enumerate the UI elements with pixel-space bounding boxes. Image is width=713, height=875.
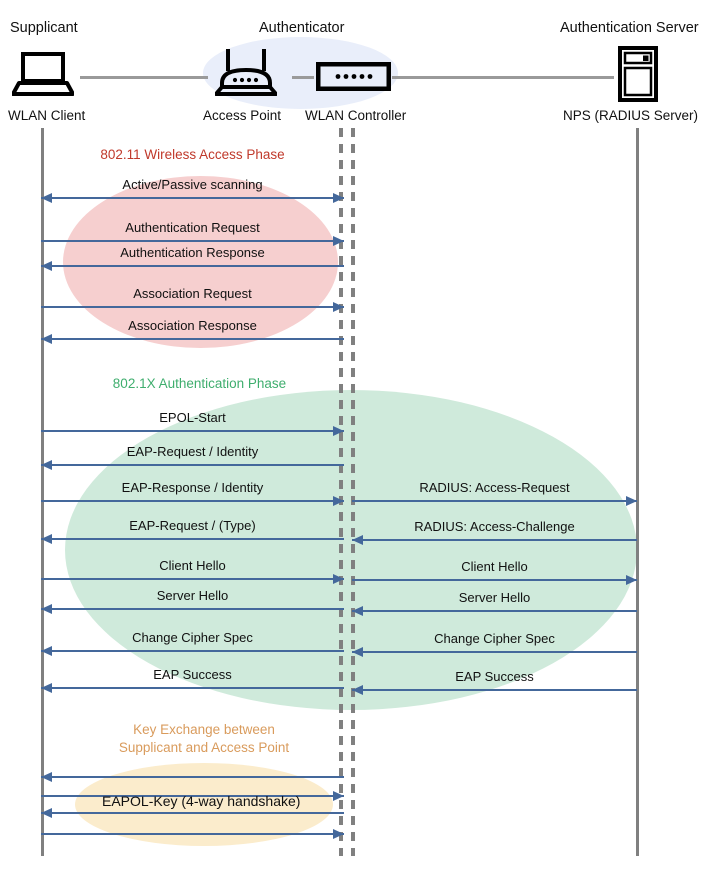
wireless-router-icon [214, 47, 278, 96]
arrowhead-left-icon [41, 260, 52, 271]
message-label: Client Hello [461, 559, 528, 574]
arrowhead-left-icon [41, 682, 52, 693]
arrowhead-right-icon [333, 573, 344, 584]
arrowhead-left-icon [41, 533, 52, 544]
message-line [41, 464, 344, 466]
role-label-supplicant: Supplicant [10, 20, 78, 36]
arrowhead-left-icon [41, 333, 52, 344]
arrowhead-right-icon [333, 828, 344, 839]
message-label: EAP Success [153, 667, 232, 682]
role-label-authentication-server: Authentication Server [560, 20, 699, 36]
message-line [41, 812, 344, 814]
role-label-authenticator: Authenticator [259, 20, 345, 36]
message-label: Authentication Request [125, 220, 260, 235]
device-label-access-point: Access Point [203, 108, 282, 123]
message-line [41, 608, 344, 610]
arrowhead-left-icon [352, 605, 363, 616]
arrowhead-right-icon [626, 495, 637, 506]
arrowhead-right-icon [626, 574, 637, 585]
message-line [41, 687, 344, 689]
device-label-wlan-controller: WLAN Controller [305, 108, 407, 123]
arrowhead-left-icon [41, 807, 52, 818]
arrowhead-left-icon [41, 603, 52, 614]
phase-title-8021x: 802.1X Authentication Phase [112, 376, 287, 391]
message-line [41, 240, 344, 242]
message-line [41, 795, 344, 797]
arrowhead-left-icon [352, 534, 363, 545]
message-line [41, 578, 344, 580]
message-label: Change Cipher Spec [434, 631, 555, 646]
message-line [352, 610, 637, 612]
message-label: RADIUS: Access-Challenge [414, 519, 575, 534]
message-line [41, 833, 344, 835]
message-label: Client Hello [159, 558, 226, 573]
message-label: EPOL-Start [159, 410, 226, 425]
network-switch-icon [315, 61, 392, 92]
message-label: EAP-Request / Identity [126, 444, 259, 459]
message-line [41, 338, 344, 340]
server-tower-icon [618, 46, 658, 102]
arrowhead-right-icon [333, 495, 344, 506]
message-label: EAP Success [455, 669, 534, 684]
authenticator-highlight-blob [203, 37, 398, 109]
message-label: Change Cipher Spec [132, 630, 253, 645]
message-label: EAP-Request / (Type) [129, 518, 256, 533]
message-label: Association Response [128, 318, 257, 333]
message-line [352, 500, 637, 502]
message-line [41, 500, 344, 502]
message-label: Server Hello [458, 590, 531, 605]
message-label: EAP-Response / Identity [121, 480, 264, 495]
wire-ap-to-controller [292, 76, 314, 79]
lifeline-supplicant [41, 128, 44, 856]
message-label: Association Request [133, 286, 252, 301]
message-line [41, 776, 344, 778]
message-label: Server Hello [156, 588, 229, 603]
message-label: RADIUS: Access-Request [419, 480, 570, 495]
message-line [352, 539, 637, 541]
device-label-wlan-client: WLAN Client [8, 108, 86, 123]
arrowhead-left-icon [352, 646, 363, 657]
message-line [352, 689, 637, 691]
device-label-nps-radius-server: NPS (RADIUS Server) [563, 108, 699, 123]
message-line [41, 306, 344, 308]
message-line [41, 538, 344, 540]
message-line [41, 650, 344, 652]
message-line [41, 430, 344, 432]
arrowhead-left-icon [41, 771, 52, 782]
wire-client-to-ap [80, 76, 208, 79]
laptop-icon [11, 52, 75, 96]
arrowhead-right-icon [333, 301, 344, 312]
arrowhead-left-icon [41, 645, 52, 656]
arrowhead-left-icon [352, 684, 363, 695]
lifeline-auth-server [636, 128, 639, 856]
message-label: Active/Passive scanning [122, 177, 263, 192]
phase-title-80211: 802.11 Wireless Access Phase [100, 147, 285, 162]
phase-title-keyexch: Key Exchange between Supplicant and Acce… [118, 722, 290, 756]
message-line [41, 265, 344, 267]
message-line [352, 651, 637, 653]
phase-ellipse-80211 [63, 176, 338, 348]
wire-controller-to-server [392, 76, 614, 79]
arrowhead-right-icon [333, 192, 344, 203]
message-line [41, 197, 344, 199]
lifeline-wlan-controller [351, 128, 355, 856]
arrowhead-right-icon [333, 235, 344, 246]
arrowhead-left-icon [41, 192, 52, 203]
arrowhead-right-icon [333, 790, 344, 801]
arrowhead-left-icon [41, 459, 52, 470]
message-line [352, 579, 637, 581]
lifeline-access-point [339, 128, 343, 856]
arrowhead-right-icon [333, 425, 344, 436]
eapol-key-overlay-label: EAPOL-Key (4-way handshake) [102, 793, 301, 809]
message-label: Authentication Response [120, 245, 265, 260]
